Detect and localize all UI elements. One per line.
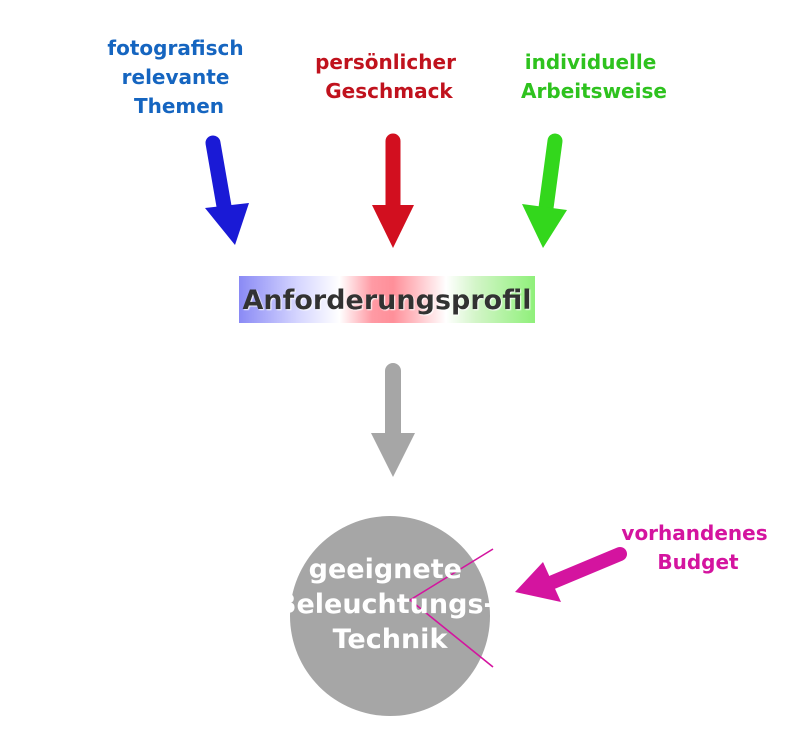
arrow-taste-to-profile	[372, 133, 414, 248]
input-label-workflow: individuelle Arbeitsweise	[521, 50, 667, 103]
result-node: geeignete Beleuchtungs- Technik	[276, 516, 504, 716]
budget-wedge-line-lower	[409, 599, 494, 668]
budget-wedge-line-upper	[409, 548, 494, 601]
profile-label: Anforderungsprofil	[243, 285, 532, 316]
arrow-workflow-to-profile	[522, 133, 567, 248]
result-label: geeignete Beleuchtungs- Technik	[276, 554, 504, 655]
arrow-profile-to-result	[371, 363, 415, 477]
arrow-themes-to-profile	[205, 135, 249, 245]
input-label-themes: fotografisch relevante Themen	[107, 36, 250, 118]
budget-label: vorhandenes Budget	[621, 521, 774, 574]
input-label-taste: persönlicher Geschmack	[315, 50, 463, 103]
profile-banner: Anforderungsprofil	[239, 276, 535, 323]
arrow-budget-to-result	[515, 547, 627, 602]
